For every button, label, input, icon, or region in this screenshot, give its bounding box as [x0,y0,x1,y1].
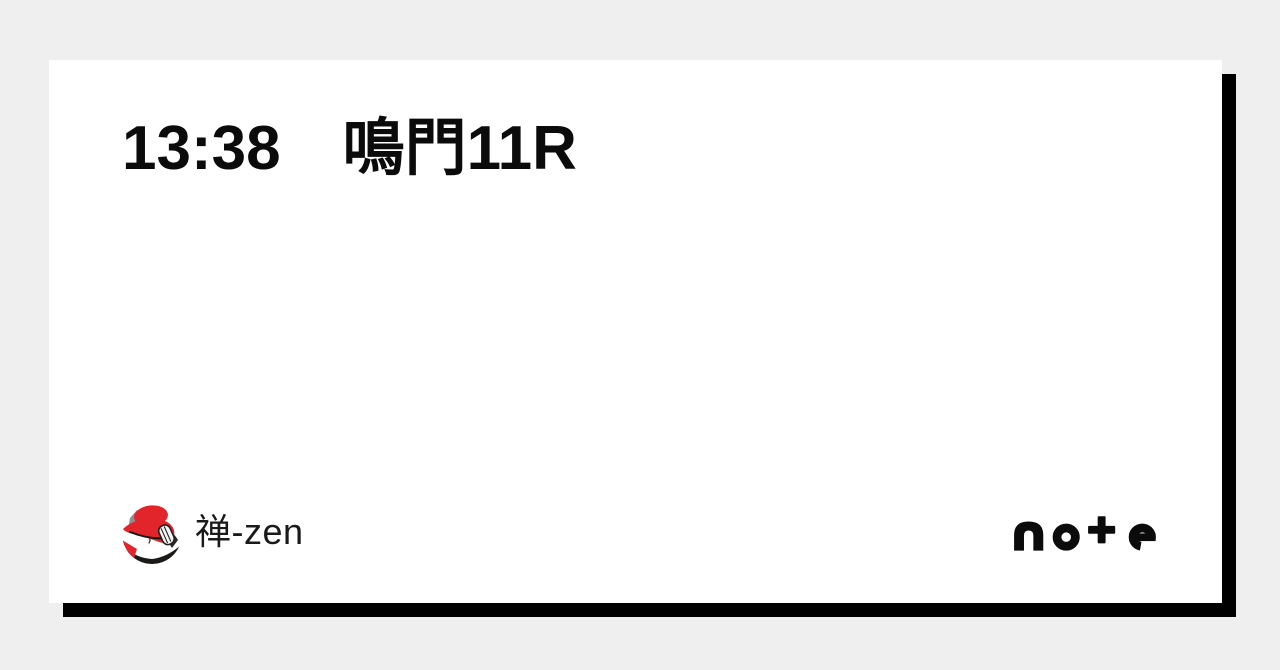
article-title: 13:38 鳴門11R [122,114,577,183]
author-name: 禅-zen [195,511,304,552]
card-footer: 禅-zen [122,503,1160,565]
note-logo-icon [1012,515,1160,553]
author-avatar-icon [122,504,182,564]
author-row: 禅-zen [122,504,304,564]
note-share-card: 13:38 鳴門11R [49,60,1222,603]
